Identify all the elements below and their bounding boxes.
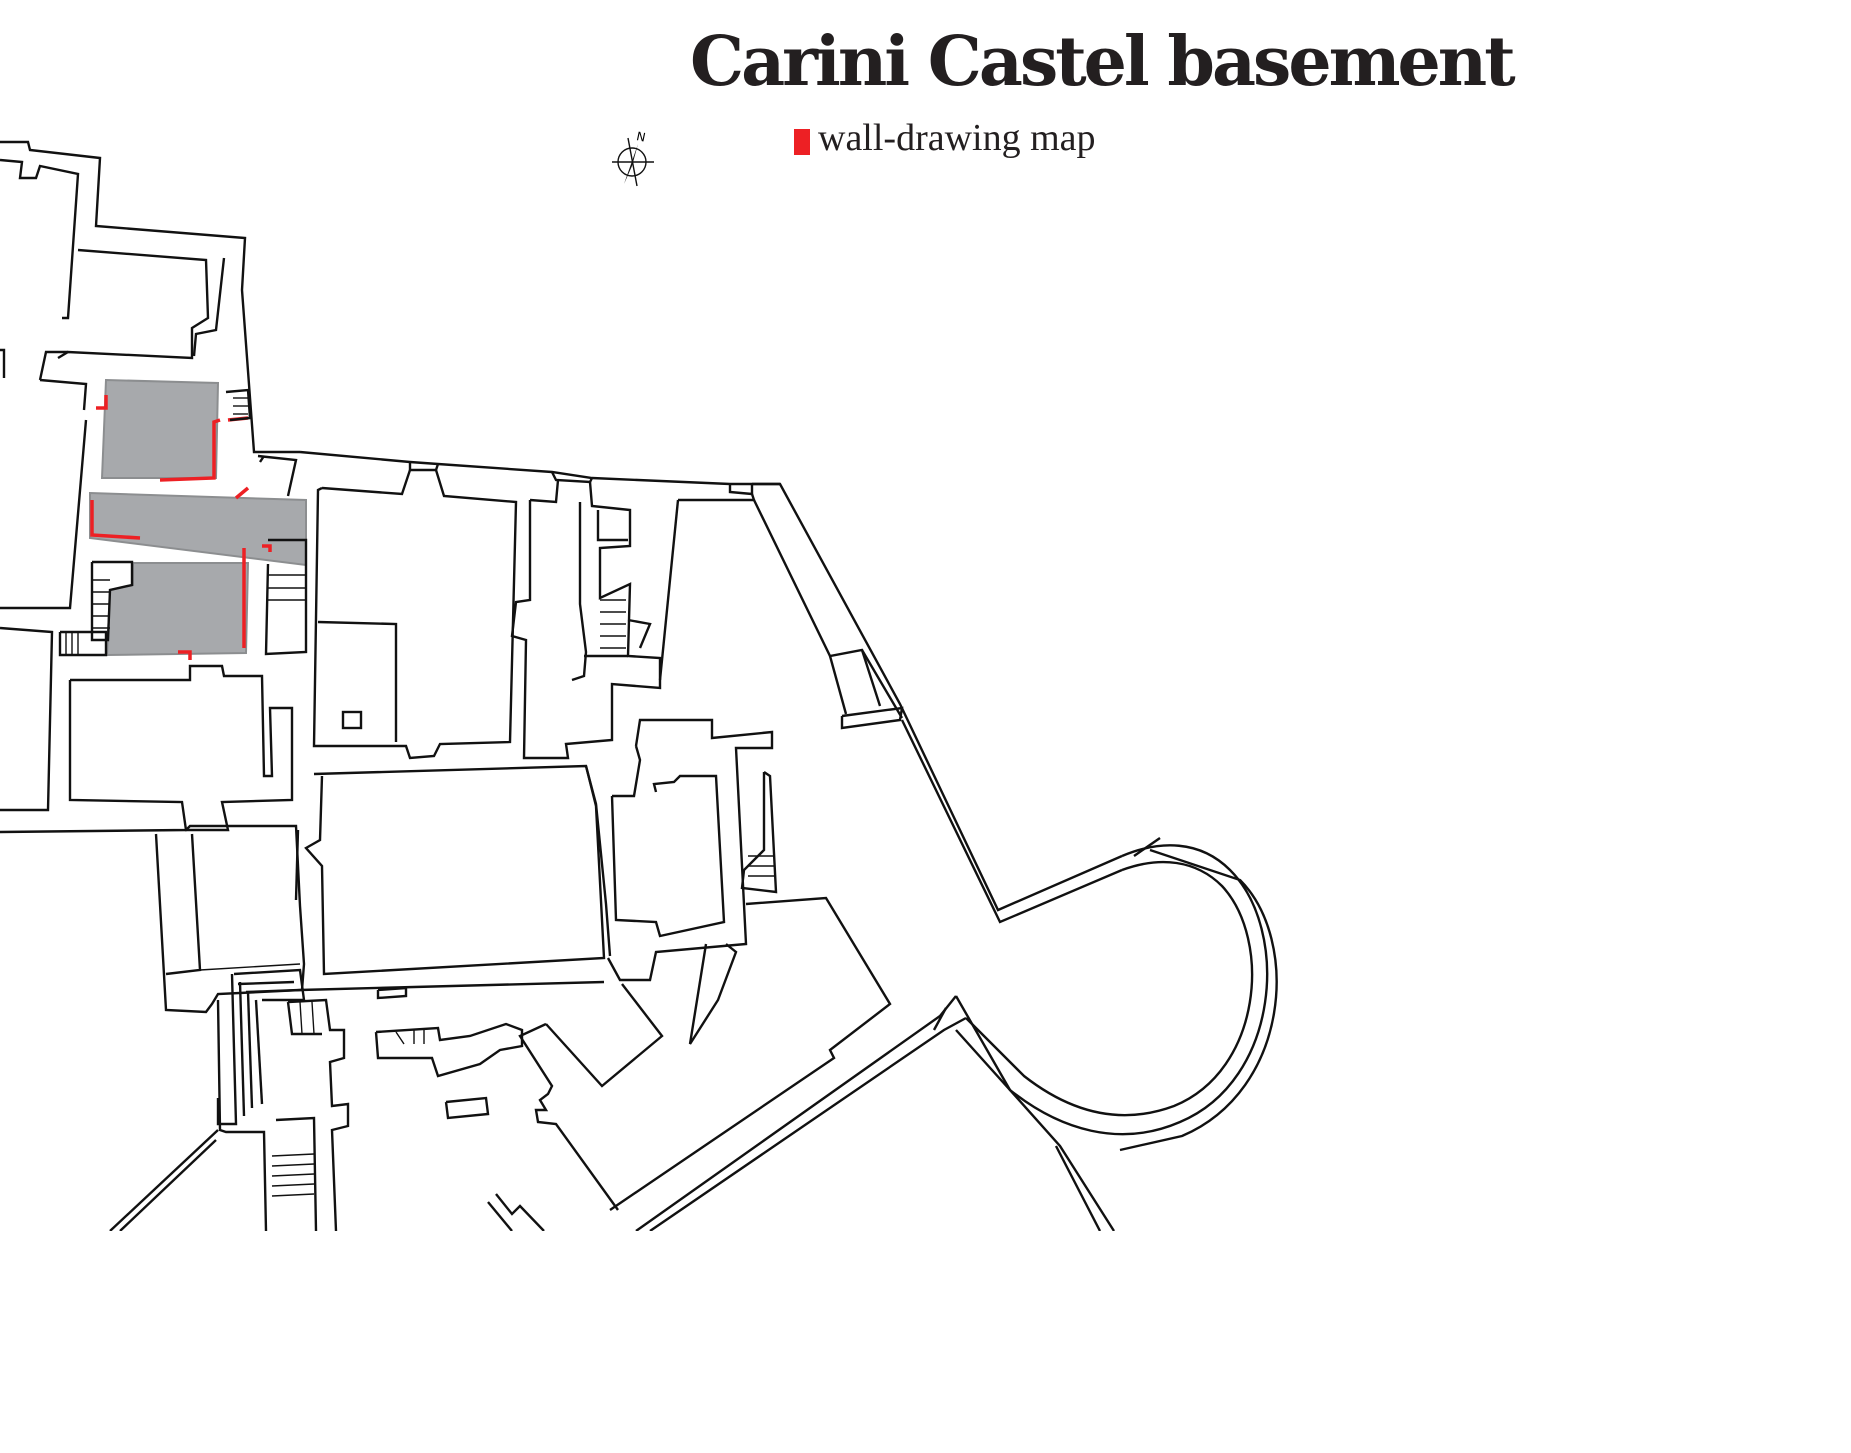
walls [0,140,1278,1231]
highlighted-rooms [89,378,307,657]
floor-plan: N [0,129,1278,1231]
legend: wall-drawing map [794,116,1096,160]
compass-north-label: N [635,129,647,145]
wall-drawing-marks [90,395,272,660]
map-title: Carini Castel basement [690,22,1516,102]
legend-label: wall-drawing map [818,117,1096,159]
north-arrow-icon: N [612,129,654,187]
highlighted-room-south [105,562,250,657]
highlighted-room-corridor [89,491,307,567]
legend-swatch [794,129,810,155]
highlighted-room-north [100,378,220,479]
